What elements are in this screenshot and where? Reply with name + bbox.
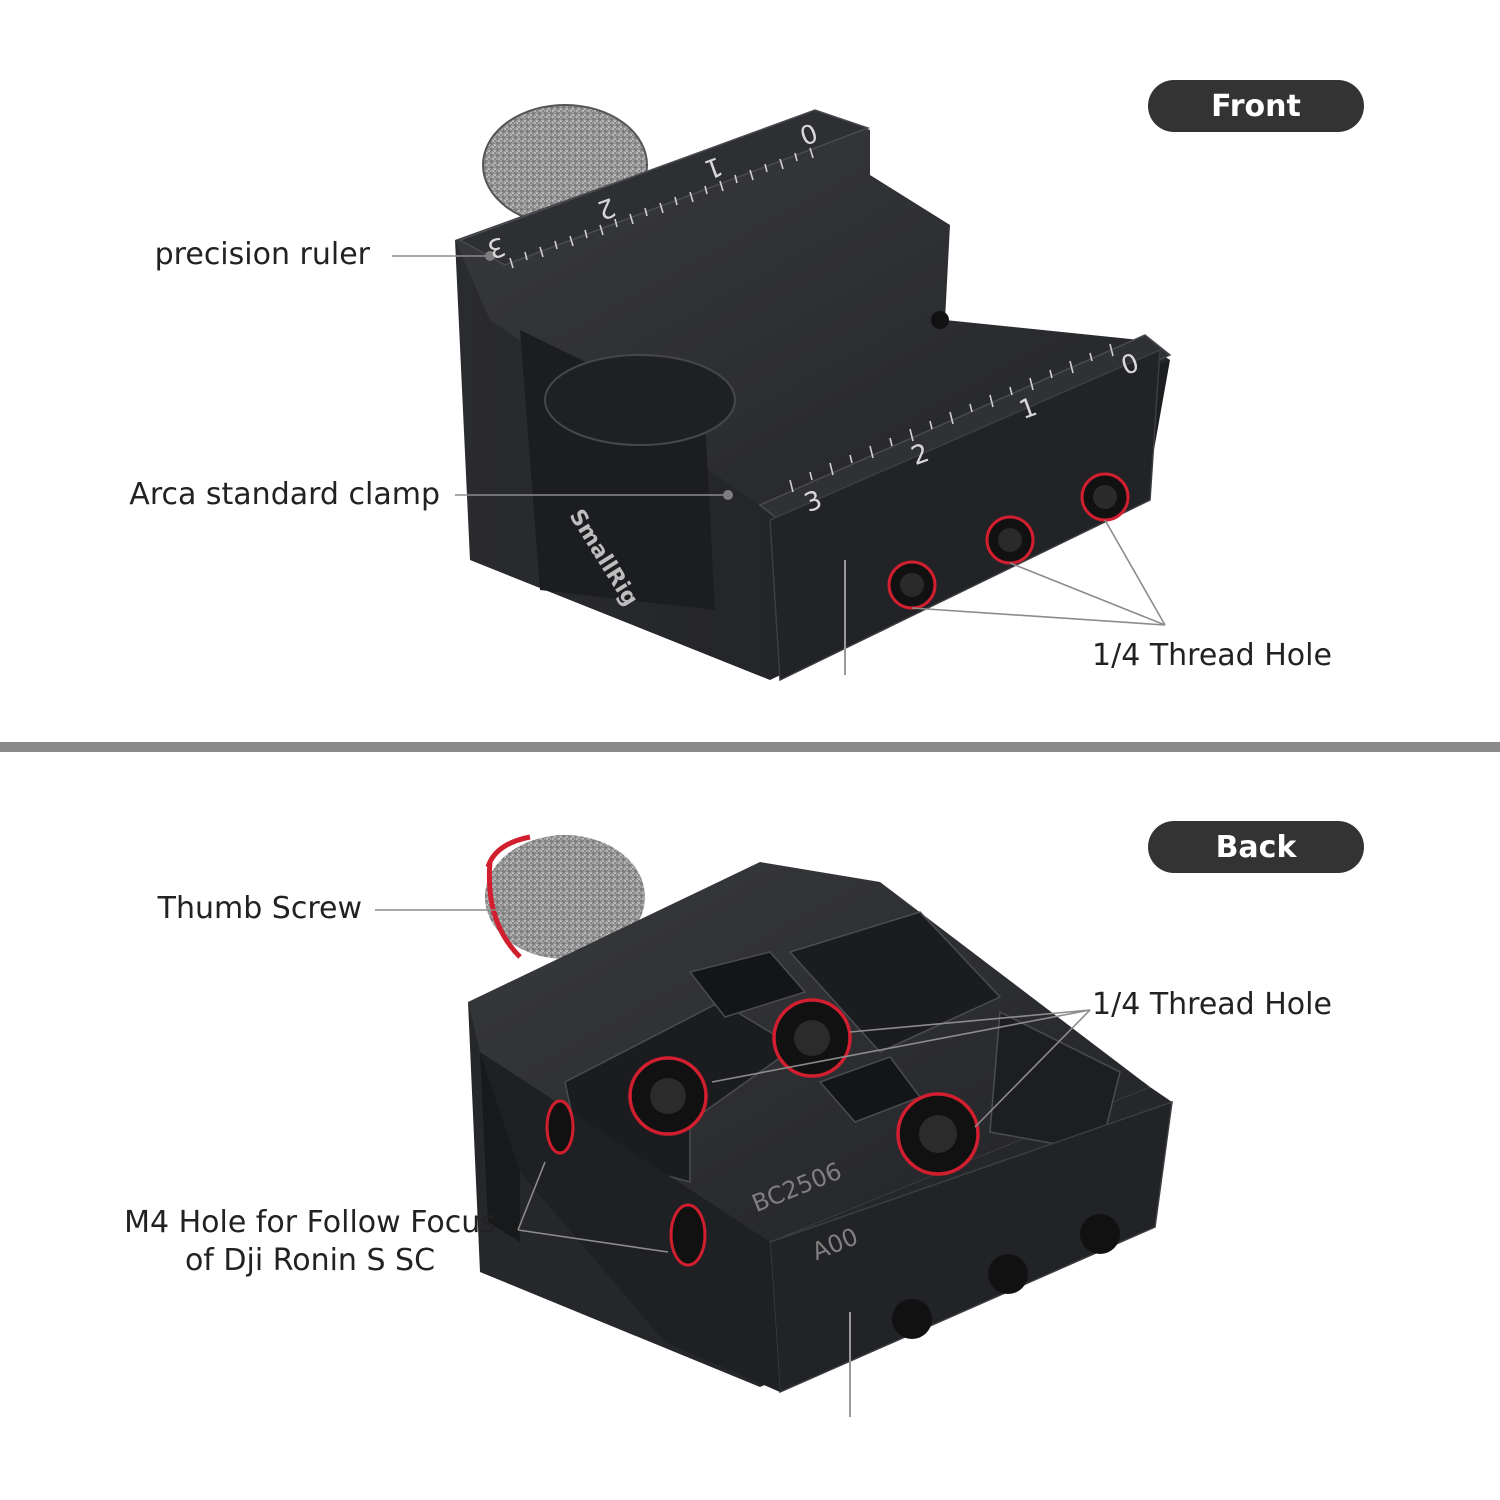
callout-front-thread-hole: 1/4 Thread Hole <box>1092 638 1332 673</box>
callout-m4-hole-line2: of Dji Ronin S SC <box>184 1243 436 1278</box>
callout-m4-hole-line1: M4 Hole for Follow Focus <box>124 1205 496 1240</box>
back-badge: Back <box>1148 821 1364 873</box>
back-clamp-photo <box>375 834 1173 1417</box>
back-thread-holes <box>628 998 980 1176</box>
callout-precision-ruler: precision ruler <box>154 237 370 272</box>
back-panel: BC2506 A00 Back Thumb Screw 1/4 Thread H… <box>0 752 1500 1500</box>
panel-divider <box>0 742 1500 752</box>
back-thumb-knob <box>485 834 645 959</box>
m4-holes <box>545 1099 707 1267</box>
front-panel: SmallRig 0 1 2 3 0 1 2 3 Front precision… <box>0 0 1500 742</box>
callout-thumb-screw: Thumb Screw <box>157 891 362 926</box>
callout-arca-clamp: Arca standard clamp <box>129 477 440 512</box>
front-clamp-photo <box>392 104 1172 682</box>
front-badge: Front <box>1148 80 1364 132</box>
callout-back-thread-hole: 1/4 Thread Hole <box>1092 987 1332 1022</box>
